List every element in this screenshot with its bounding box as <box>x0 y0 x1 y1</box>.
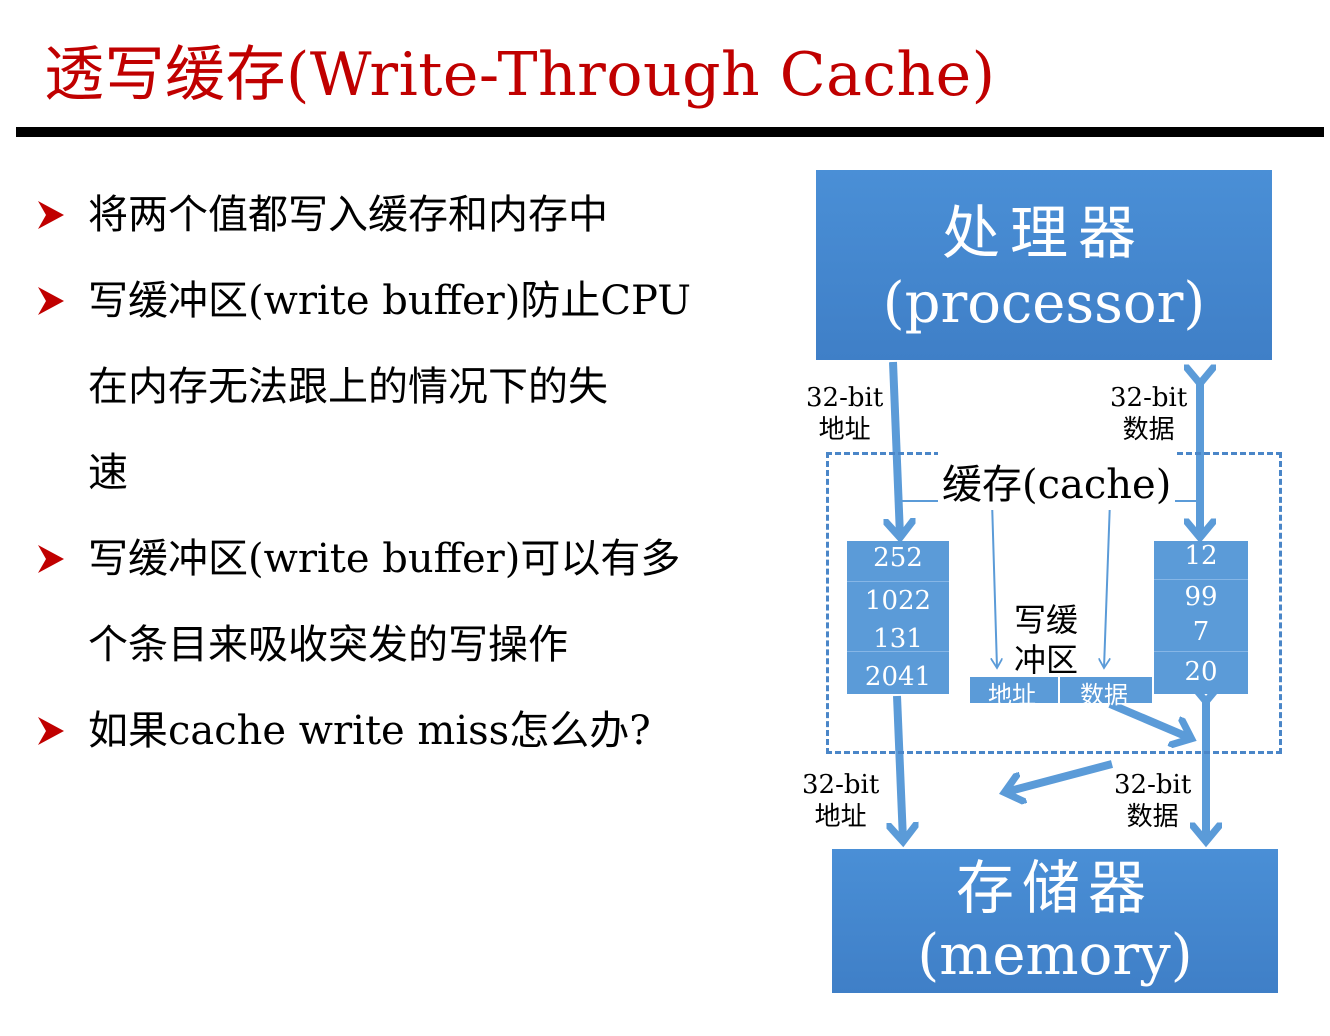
cache-to-mem-addr-arrow <box>897 695 903 840</box>
cache-address-column: 252 1022 131 2041 <box>847 541 949 694</box>
bullet-item-4: 如果cache write miss怎么办? <box>36 688 736 774</box>
slide-title: 透写缓存(Write-Through Cache) <box>44 40 996 110</box>
cache-address-cell: 1022 <box>864 586 932 616</box>
write-buffer-addr: 地址 <box>988 681 1036 709</box>
bullet-text-cont: 速 <box>88 450 128 496</box>
cache-address-cell: 2041 <box>864 662 932 692</box>
memory-label-cn: 存储器 <box>955 854 1154 922</box>
write-buffer-data: 数据 <box>1080 681 1128 709</box>
cache-data-cell: 99 <box>1184 582 1218 612</box>
processor-label-cn: 处理器 <box>941 199 1146 267</box>
cache-address-cell: 252 <box>873 543 923 573</box>
write-buffer-label: 写缓 冲区 <box>1014 600 1078 680</box>
bullet-text: 写缓冲区(write buffer)防止CPU <box>88 278 691 324</box>
bullet-arrow-icon <box>38 287 64 315</box>
cache-data-cell: 12 <box>1184 541 1218 571</box>
memory-box: 存储器 (memory) <box>832 849 1278 993</box>
bullet-item-2: 写缓冲区(write buffer)防止CPU 在内存无法跟上的情况下的失 速 <box>36 258 736 516</box>
bullet-text: 写缓冲区(write buffer)可以有多 <box>88 536 681 582</box>
bullet-item-1: 将两个值都写入缓存和内存中 <box>36 172 736 258</box>
bullet-item-3: 写缓冲区(write buffer)可以有多 个条目来吸收突发的写操作 <box>36 516 736 688</box>
cache-data-cell: 7 <box>1192 617 1210 647</box>
cache-label: 缓存(cache) <box>938 452 1176 510</box>
memory-label-en: (memory) <box>917 923 1193 988</box>
cache-address-cell: 131 <box>873 624 923 654</box>
write-buffer-label-line1: 写缓 <box>1014 601 1079 639</box>
bullet-arrow-icon <box>38 545 64 573</box>
proc-to-cache-addr-arrow <box>893 361 900 536</box>
wb-to-mem-arrow <box>1108 700 1190 738</box>
cache-data-cell: 20 <box>1184 657 1218 687</box>
write-buffer: 地址 数据 <box>970 677 1152 709</box>
bullet-text-cont: 在内存无法跟上的情况下的失 <box>88 364 608 410</box>
processor-label-en: (processor) <box>882 271 1206 336</box>
bullet-text-cont: 个条目来吸收突发的写操作 <box>88 622 568 668</box>
title-divider <box>16 127 1324 137</box>
bullet-text: 将两个值都写入缓存和内存中 <box>88 192 608 238</box>
bullet-arrow-icon <box>38 201 64 229</box>
bullet-arrow-icon <box>38 717 64 745</box>
cache-data-column: 12 99 7 20 <box>1154 541 1248 694</box>
write-buffer-label-line2: 冲区 <box>1014 641 1079 679</box>
bullet-list: 将两个值都写入缓存和内存中 写缓冲区(write buffer)防止CPU 在内… <box>36 172 736 774</box>
wb-to-mem-addr-arrow <box>1006 760 1114 792</box>
processor-box: 处理器 (processor) <box>816 170 1272 360</box>
bullet-text: 如果cache write miss怎么办? <box>88 708 651 754</box>
